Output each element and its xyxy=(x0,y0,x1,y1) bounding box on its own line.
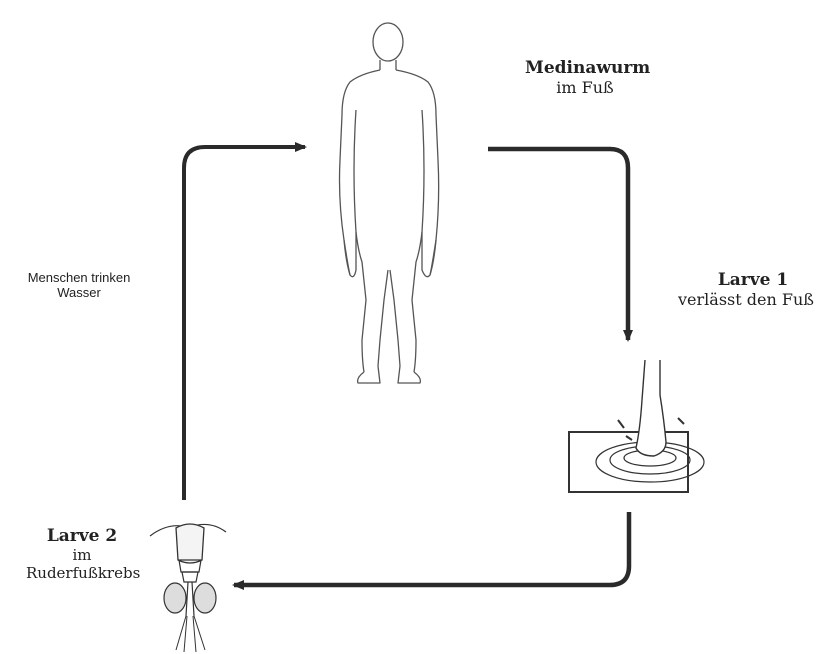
arrow-human-to-foot xyxy=(488,149,628,340)
larva2-stage-subtitle-2: Ruderfußkrebs xyxy=(26,564,138,582)
larva1-stage-title: Larve 1 xyxy=(666,270,826,290)
water-transition-line2: Wasser xyxy=(14,285,144,300)
larva2-stage-title: Larve 2 xyxy=(26,526,138,546)
human-stage-title: Medinawurm xyxy=(525,58,645,78)
larva1-stage-label: Larve 1 verlässt den Fuß xyxy=(666,270,826,309)
foot-in-water-icon xyxy=(569,360,704,492)
larva2-stage-label: Larve 2 im Ruderfußkrebs xyxy=(26,526,138,582)
larva2-stage-subtitle-1: im xyxy=(26,546,138,564)
arrow-foot-to-copepod xyxy=(234,512,629,585)
arrow-copepod-to-human xyxy=(184,147,305,500)
larva1-stage-subtitle: verlässt den Fuß xyxy=(666,290,826,309)
human-stage-label: Medinawurm im Fuß xyxy=(525,58,645,97)
human-figure-icon xyxy=(340,23,439,383)
water-transition-line1: Menschen trinken xyxy=(14,270,144,285)
copepod-icon xyxy=(150,524,226,652)
water-transition-label: Menschen trinken Wasser xyxy=(14,270,144,300)
human-stage-subtitle: im Fuß xyxy=(525,78,645,97)
